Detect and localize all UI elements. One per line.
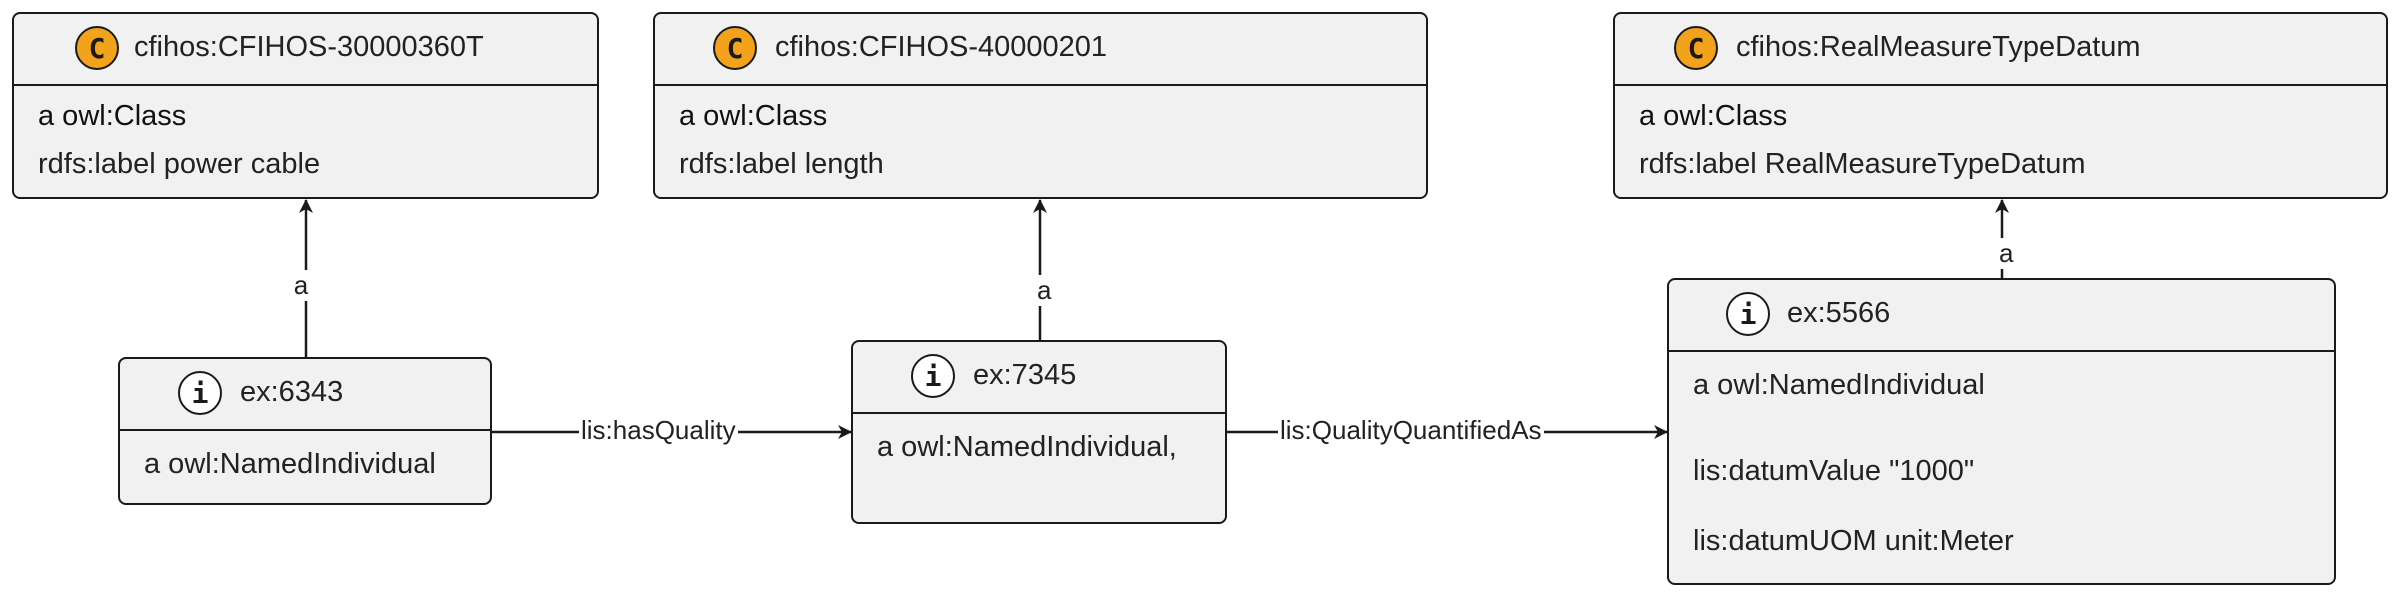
datum-value-line: lis:datumValue "1000"	[1693, 455, 1975, 487]
class-node-cfihos-30000360t[interactable]: C cfihos:CFIHOS-30000360T a owl:Class rd…	[12, 12, 599, 199]
class-c-icon: C	[1674, 26, 1718, 70]
individual-i-icon: i	[911, 354, 955, 398]
class-type-line: a owl:Class	[679, 100, 828, 132]
individual-type-line: a owl:NamedIndividual	[1693, 369, 1985, 401]
edge-label-quality-quantified-as: lis:QualityQuantifiedAs	[1278, 415, 1544, 446]
edge-label-a-7345: a	[1034, 275, 1055, 306]
class-type-line: a owl:Class	[1639, 100, 1788, 132]
edge-label-a-5566: a	[1996, 238, 2017, 269]
class-c-icon: C	[75, 26, 119, 70]
class-label-line: rdfs:label length	[679, 148, 884, 180]
individual-node-5566[interactable]: i ex:5566 a owl:NamedIndividual lis:datu…	[1667, 278, 2336, 585]
individual-node-title: ex:5566	[1787, 297, 1891, 329]
individual-node-header: i ex:5566	[1669, 280, 2334, 352]
class-node-header: C cfihos:CFIHOS-30000360T	[14, 14, 597, 86]
datum-uom-line: lis:datumUOM unit:Meter	[1693, 525, 2014, 557]
individual-node-header: i ex:7345	[853, 342, 1225, 414]
class-node-realmeasuretypedatum[interactable]: C cfihos:RealMeasureTypeDatum a owl:Clas…	[1613, 12, 2388, 199]
individual-node-title: ex:6343	[240, 376, 344, 408]
class-type-line: a owl:Class	[38, 100, 187, 132]
class-c-icon: C	[713, 26, 757, 70]
class-node-cfihos-40000201[interactable]: C cfihos:CFIHOS-40000201 a owl:Class rdf…	[653, 12, 1428, 199]
class-label-line: rdfs:label power cable	[38, 148, 321, 180]
individual-i-icon: i	[1726, 292, 1770, 336]
class-node-header: C cfihos:CFIHOS-40000201	[655, 14, 1426, 86]
class-label-line: rdfs:label RealMeasureTypeDatum	[1639, 148, 2086, 180]
class-node-title: cfihos:CFIHOS-30000360T	[134, 31, 484, 63]
individual-node-7345[interactable]: i ex:7345 a owl:NamedIndividual,	[851, 340, 1227, 524]
edge-label-has-quality: lis:hasQuality	[579, 415, 738, 446]
individual-node-title: ex:7345	[973, 359, 1077, 391]
class-node-title: cfihos:RealMeasureTypeDatum	[1736, 31, 2141, 63]
class-node-title: cfihos:CFIHOS-40000201	[775, 31, 1108, 63]
individual-node-header: i ex:6343	[120, 359, 490, 431]
individual-node-6343[interactable]: i ex:6343 a owl:NamedIndividual	[118, 357, 492, 505]
individual-type-line: a owl:NamedIndividual,	[877, 431, 1177, 463]
individual-i-icon: i	[178, 371, 222, 415]
individual-type-line: a owl:NamedIndividual	[144, 448, 436, 480]
edge-label-a-6343: a	[290, 270, 312, 301]
class-node-header: C cfihos:RealMeasureTypeDatum	[1615, 14, 2386, 86]
